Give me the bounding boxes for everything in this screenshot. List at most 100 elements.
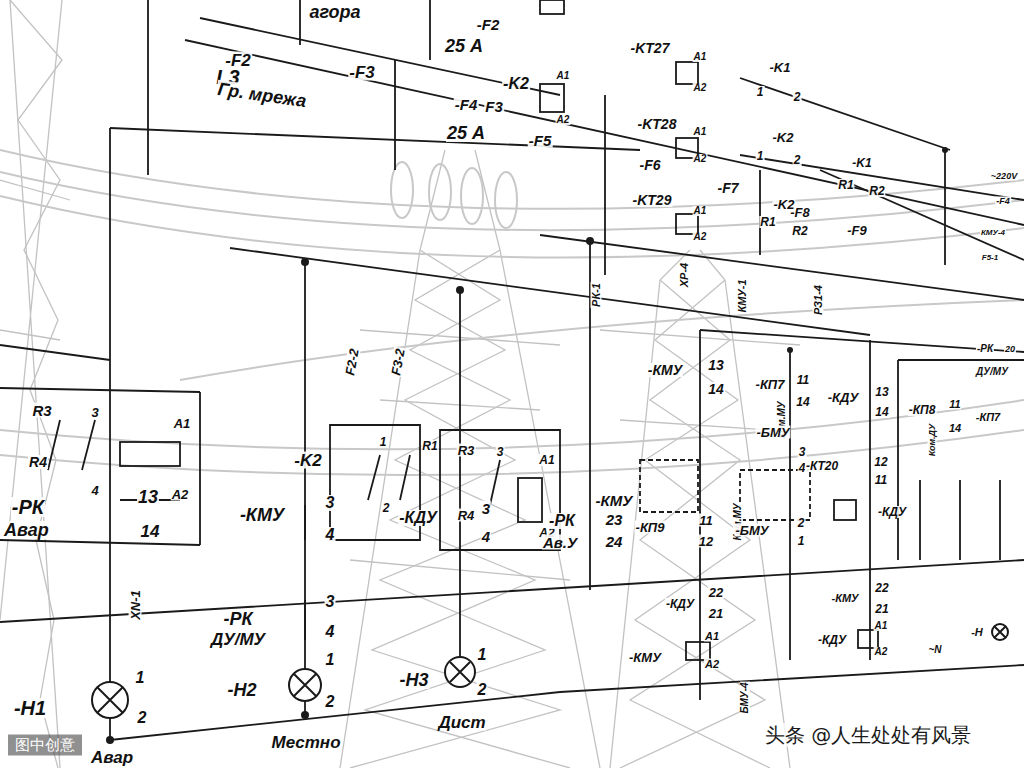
device-designation: R1	[421, 440, 438, 452]
device-designation: -КП8	[908, 404, 937, 416]
device-designation: A2	[874, 647, 889, 657]
device-designation: A2	[704, 659, 720, 670]
device-designation: -КП7	[975, 412, 1001, 423]
device-designation: A1	[874, 621, 889, 631]
device-designation: -РК	[11, 497, 45, 517]
device-designation: -Н3	[398, 671, 429, 689]
device-designation: -F6	[639, 158, 662, 172]
device-designation: ~220V	[990, 172, 1018, 181]
device-designation: ~N	[927, 645, 942, 655]
pin-number: 2	[793, 154, 802, 166]
device-designation: -F4	[995, 197, 1011, 206]
pin-number: 22	[874, 582, 889, 594]
device-designation: ДУ/МУ	[975, 367, 1009, 377]
lamp-symbols	[92, 624, 1008, 718]
device-designation: F3-2	[389, 347, 407, 378]
device-designation: -КМУ	[647, 363, 683, 377]
pin-number: 13	[707, 358, 725, 372]
device-designation: Местно	[270, 734, 341, 751]
watermark: 图中创意	[8, 735, 82, 756]
device-designation: R2	[868, 185, 885, 197]
pin-number: 14	[795, 396, 810, 408]
wiring-lines	[0, 0, 1024, 740]
device-designation: -K1	[851, 157, 872, 169]
device-designation: Гр. мрежа	[216, 80, 309, 111]
device-designation: A1	[556, 71, 571, 81]
pin-number: 4	[90, 484, 99, 497]
pin-number: 1	[756, 150, 765, 162]
pin-number: 20	[1004, 345, 1016, 354]
pin-number: 2	[137, 710, 148, 726]
pin-number: 21	[708, 607, 724, 620]
device-designation: -F2	[224, 52, 252, 69]
device-designation: -КМУ	[628, 651, 662, 664]
pin-number: 2	[477, 682, 488, 698]
device-designation: -КДУ	[877, 506, 907, 518]
device-designation: -КДУ	[827, 391, 860, 404]
device-designation: -КМУ	[239, 506, 285, 524]
device-designation: -РК	[222, 610, 253, 628]
device-designation: -F3	[348, 64, 376, 81]
pin-number: 3	[325, 594, 336, 610]
pylon-illustration	[0, 0, 800, 768]
pin-number: 2	[797, 517, 806, 529]
device-designation: R1	[759, 216, 776, 228]
device-designation: БМУ-4	[740, 681, 750, 714]
device-designation: F5-1	[981, 254, 999, 262]
device-designation: -K2	[772, 131, 795, 144]
device-designation: -K1	[769, 61, 792, 74]
device-designation: A1	[173, 417, 192, 430]
pin-number: 3	[325, 495, 336, 511]
device-designation: Ав.У	[542, 535, 578, 550]
pin-number: 3	[798, 446, 807, 458]
device-designation: КМУ-1	[737, 278, 748, 313]
device-designation: -КМУ	[595, 493, 634, 508]
device-designation: A2	[556, 115, 571, 125]
device-designation: -КДУ	[817, 634, 847, 646]
pin-number: 2	[382, 502, 391, 514]
device-designation: A2	[693, 232, 708, 242]
pin-number: 21	[874, 603, 889, 615]
device-designation: -КП9	[635, 521, 666, 534]
device-designation: Авар	[90, 748, 134, 765]
junction-dots	[106, 147, 948, 744]
device-designation: R1	[837, 179, 854, 191]
device-designation: -КДУ	[665, 598, 695, 610]
device-designation: -F7	[717, 181, 740, 195]
device-designation: -KT29	[632, 193, 673, 207]
device-designation: A1	[693, 52, 708, 62]
device-designation: -F4	[454, 97, 479, 112]
device-designation: -KT27	[630, 41, 671, 55]
pin-number: 11	[874, 474, 888, 486]
pin-number: 1	[756, 86, 765, 98]
device-designation: R4	[28, 455, 48, 469]
device-designation: -РК	[548, 513, 576, 529]
pin-number: 3	[481, 501, 491, 516]
device-designation: -КМУ	[830, 593, 859, 604]
device-designation: A2	[693, 154, 708, 164]
pin-number: 2	[325, 694, 336, 710]
device-designation: A1	[538, 454, 555, 466]
device-designation: A2	[693, 83, 708, 93]
device-designation: -K2	[293, 452, 322, 469]
device-designation: -Н2	[226, 681, 257, 699]
pin-number: 14	[140, 523, 161, 540]
device-designation: -КДУ	[398, 510, 438, 526]
pin-number: 1	[325, 652, 336, 668]
device-designation: -KT28	[637, 117, 678, 131]
pin-number: 24	[605, 534, 624, 549]
watermark: 头条 @人生处处有风景	[761, 723, 975, 747]
device-designation: A1	[693, 127, 708, 137]
device-designation: F2-2	[343, 347, 361, 378]
device-designation: R3	[31, 403, 52, 418]
pin-number: 3	[496, 446, 505, 458]
device-designation: ДУ/МУ	[210, 631, 266, 648]
device-designation: A2	[171, 488, 190, 501]
pin-number: 11	[948, 399, 961, 410]
pin-number: 1	[797, 535, 806, 547]
pin-number: 11	[796, 374, 810, 386]
device-designation: агора	[308, 3, 361, 21]
pin-number: 11	[698, 514, 714, 527]
device-designation: ХР-4	[679, 262, 690, 288]
